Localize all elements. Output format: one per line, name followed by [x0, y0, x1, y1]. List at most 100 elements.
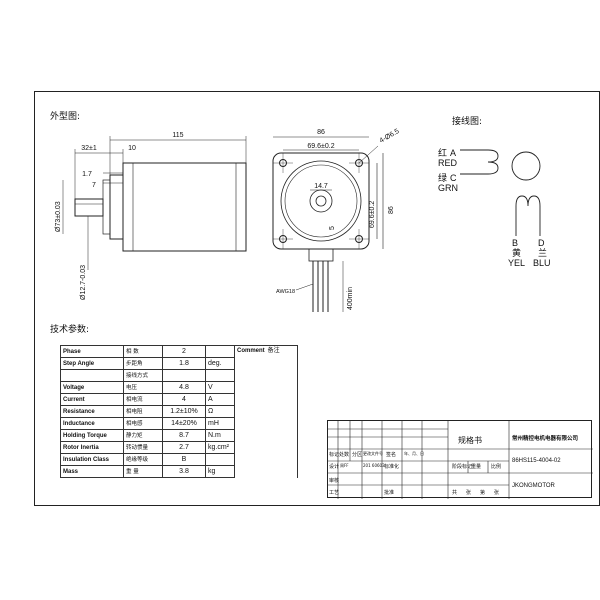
dim-1-7: 1.7 [82, 171, 92, 178]
tb-label-gengai: 更改文件号 [363, 451, 383, 456]
param-value: B [162, 453, 206, 466]
tb-label-biaoji: 标记 [329, 452, 340, 458]
param-name: Step Angle [60, 357, 124, 370]
tb-label-jieduan: 阶段标记 [452, 464, 473, 470]
param-unit [205, 369, 235, 382]
rotor-symbol [511, 151, 541, 181]
tb-label-zhang: 张 [466, 490, 472, 496]
wire-yellow-letter: B [512, 238, 518, 248]
param-name: Insulation Class [60, 453, 124, 466]
param-name-cn: 电压 [123, 381, 163, 394]
param-name [60, 369, 124, 382]
wire-red-cn: 红 [438, 147, 447, 158]
param-unit: mH [205, 417, 235, 430]
param-name: Resistance [60, 405, 124, 418]
param-value: 1.8 [162, 357, 206, 370]
dim-overall-length: 115 [172, 132, 183, 139]
param-unit: kg.cm² [205, 441, 235, 454]
dim-lead-wire: AWG18 [276, 289, 295, 295]
comment-header: Comment [237, 348, 265, 354]
outline-heading: 外型图: [50, 112, 81, 122]
tb-label-zhongliang: 重量 [471, 464, 482, 470]
tb-label-date: 201 60603 [363, 463, 385, 468]
param-unit: A [205, 393, 235, 406]
dim-pilot-dia: Ø73±0.03 [55, 201, 62, 232]
param-value: 8.7 [162, 429, 206, 442]
param-name-cn: 相电感 [123, 417, 163, 430]
param-unit: V [205, 381, 235, 394]
coil-bd [515, 195, 541, 236]
wire-green-cn: 绿 [438, 172, 447, 183]
wire-blue-letter: D [538, 238, 545, 248]
param-name: Rotor Inertia [60, 441, 124, 454]
tb-label-biaozhun: 标准化 [384, 464, 400, 470]
tb-label-di: 第 [480, 490, 486, 496]
dim-shaft-dia: Ø12.7-0.03 [80, 265, 87, 300]
wire-blue-cn: 兰 [538, 247, 547, 258]
param-name-cn: 步距角 [123, 357, 163, 370]
tb-label-fenqu: 分区 [352, 452, 363, 458]
param-value: 4.8 [162, 381, 206, 394]
param-name: Current [60, 393, 124, 406]
tb-label-sheji-name: 周FF [340, 463, 349, 468]
param-name-cn: 绝缘等级 [123, 453, 163, 466]
param-value: 14±20% [162, 417, 206, 430]
wiring-heading: 接线图: [452, 117, 483, 127]
tb-label-zhang2: 张 [494, 490, 500, 496]
wire-red-letter: A [450, 148, 456, 158]
param-name-cn: 静力矩 [123, 429, 163, 442]
tb-label-chushu: 处数 [339, 452, 350, 458]
param-value: 2 [162, 345, 206, 358]
param-value [162, 369, 206, 382]
tb-label-pizhun: 批准 [384, 490, 395, 496]
dim-front-height: 86 [388, 206, 395, 214]
model-number: 86HS115-4004-02 [512, 458, 561, 464]
wire-yellow-en: YEL [508, 258, 525, 268]
param-unit: deg. [205, 357, 235, 370]
param-name-cn: 重 量 [123, 465, 163, 478]
dim-mount-holes: 4-Ø6.5 [379, 128, 401, 145]
dim-hole-spacing-h: 69.6±0.2 [307, 143, 334, 150]
param-name: Phase [60, 345, 124, 358]
dim-flange-inner: 10 [128, 145, 136, 152]
dim-7: 7 [92, 182, 96, 189]
dim-flat: 14.7 [314, 183, 328, 190]
param-unit: N.m [205, 429, 235, 442]
tb-label-shenhe: 审核 [329, 478, 340, 484]
motor-body-side [122, 162, 247, 252]
tb-label-gongyi: 工艺 [329, 490, 340, 496]
param-name: Mass [60, 465, 124, 478]
tb-label-bili: 比例 [491, 464, 502, 470]
param-name: Voltage [60, 381, 124, 394]
param-name-cn: 相电阻 [123, 405, 163, 418]
wire-green-letter: C [450, 173, 457, 183]
wire-green-en: GRN [438, 183, 458, 193]
param-name-cn: 相 数 [123, 345, 163, 358]
tb-label-sheji: 设计 [329, 464, 340, 470]
wire-yellow-cn: 黄 [512, 247, 521, 258]
param-name-cn: 转动惯量 [123, 441, 163, 454]
param-value: 2.7 [162, 441, 206, 454]
tb-label-qianming: 签名 [386, 452, 397, 458]
param-name-cn: 相电流 [123, 393, 163, 406]
tb-label-nian: 年、月、日 [404, 451, 424, 456]
param-unit [205, 453, 235, 466]
param-value: 1.2±10% [162, 405, 206, 418]
comment-header-cn: 备注 [267, 348, 280, 354]
tech-params-heading: 技术参数: [50, 325, 90, 335]
company-name: 常州精控电机电器有限公司 [512, 436, 579, 442]
motor-shaft [74, 198, 104, 217]
param-unit: kg [205, 465, 235, 478]
brand-name: JKONGMOTOR [512, 483, 555, 489]
wire-blue-en: BLU [533, 258, 551, 268]
